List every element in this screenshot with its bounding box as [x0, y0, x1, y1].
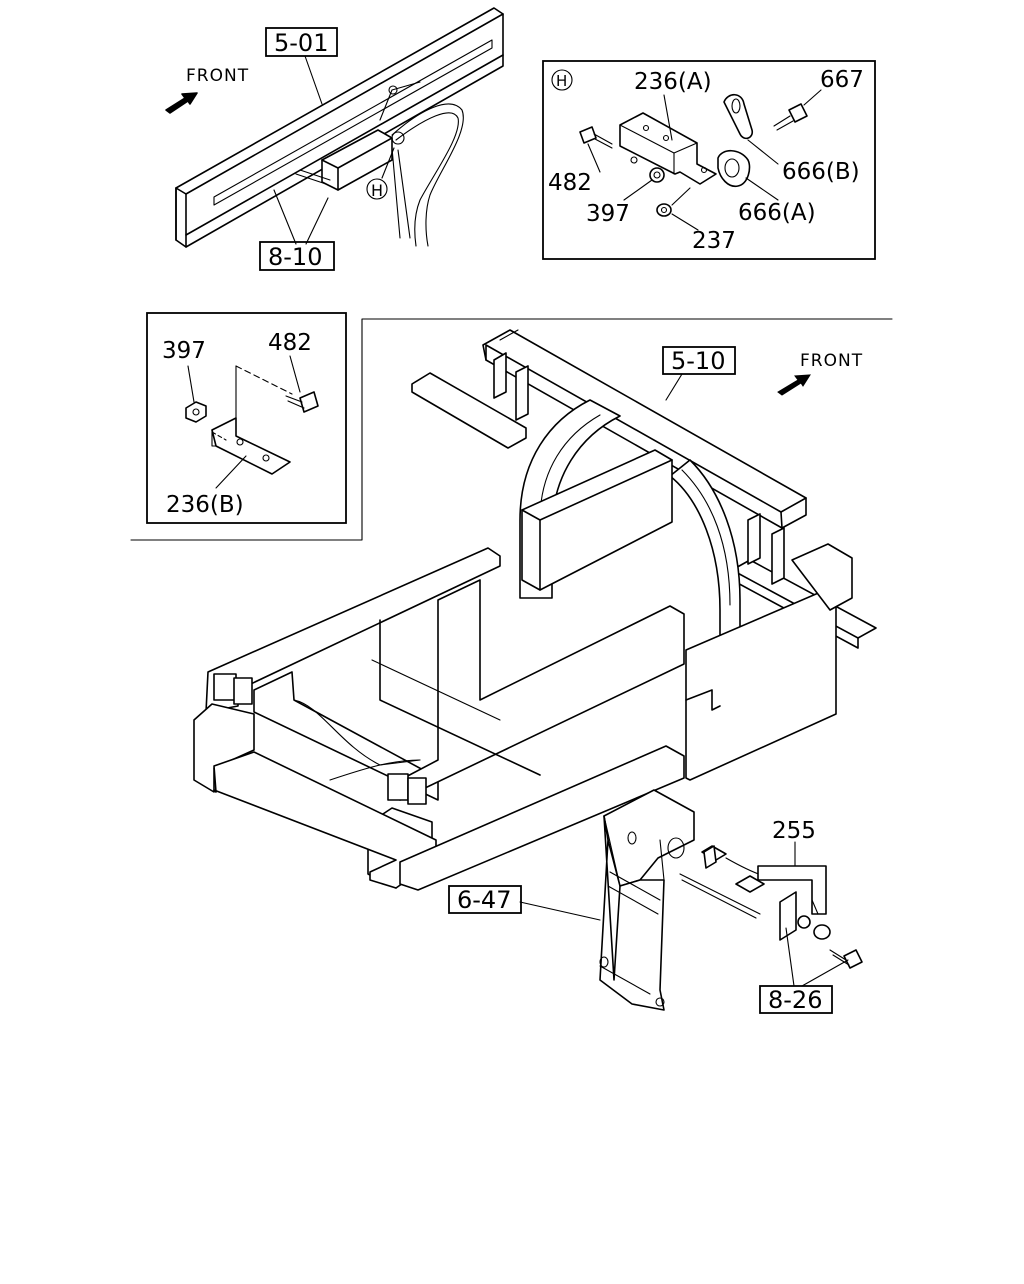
label-667: 667 [820, 67, 864, 93]
front-arrow-top [165, 92, 198, 114]
ref-box-5-10 [662, 346, 736, 375]
label-237: 237 [692, 228, 736, 254]
top-frame-rail [175, 7, 504, 248]
label-666a: 666(A) [738, 200, 816, 226]
label-397-top: 397 [586, 201, 630, 227]
main-chassis-frame [193, 329, 877, 891]
ref-label-8-10: 8-10 [268, 243, 322, 271]
label-397-mid: 397 [162, 338, 206, 364]
front-label-main: FRONT [800, 351, 863, 371]
detail-marker-box: H [556, 72, 567, 90]
detail-h-panel: H [542, 60, 876, 260]
label-236b: 236(B) [166, 492, 244, 518]
detail-marker-circle-top [366, 178, 388, 200]
ref-box-5-01 [265, 27, 338, 57]
ref-box-6-47 [448, 885, 522, 914]
ref-label-8-26: 8-26 [768, 986, 822, 1014]
front-label-top: FRONT [186, 66, 249, 86]
detail-marker-top: H [371, 181, 383, 200]
ref-label-6-47: 6-47 [457, 886, 511, 914]
ref-box-8-26 [759, 985, 833, 1014]
label-482-top: 482 [548, 170, 592, 196]
label-666b: 666(B) [782, 159, 860, 185]
bottom-bracket-assembly [519, 789, 863, 1011]
detail-236b-panel [130, 312, 893, 541]
label-236a: 236(A) [634, 69, 712, 95]
label-482-mid: 482 [268, 330, 312, 356]
ref-label-5-01: 5-01 [274, 29, 328, 57]
ref-box-8-10 [259, 241, 335, 271]
front-arrow-main [777, 374, 811, 396]
ref-label-5-10: 5-10 [671, 347, 725, 375]
label-255: 255 [772, 818, 816, 844]
